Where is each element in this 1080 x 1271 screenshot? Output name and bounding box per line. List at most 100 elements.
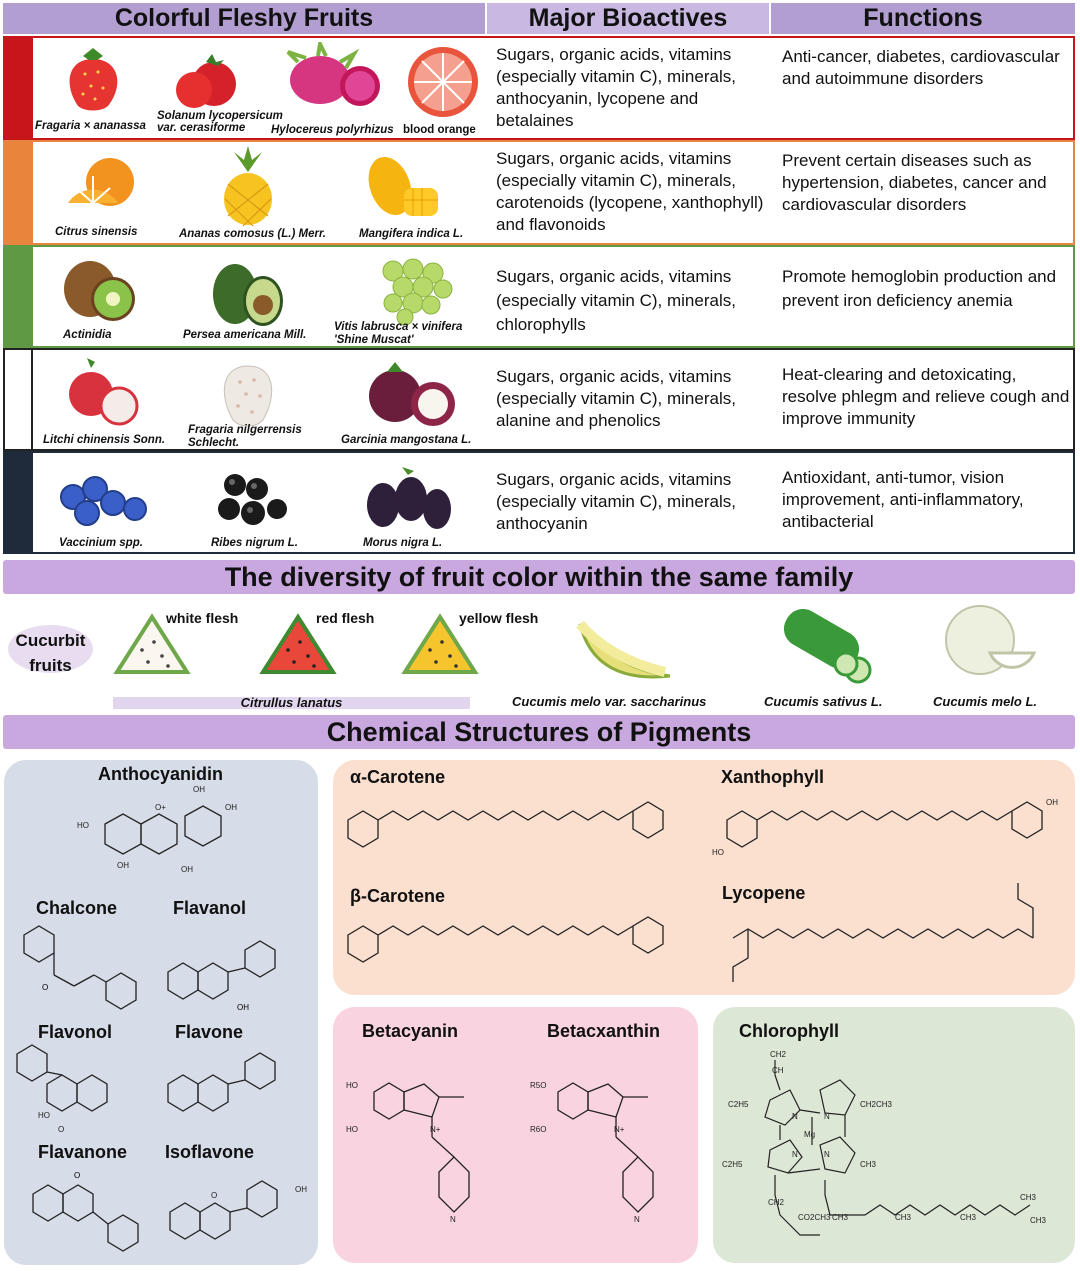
fruit-group: Vaccinium spp. Ribes nigrum L. Morus nig…: [33, 453, 489, 552]
pigment-name: β-Carotene: [350, 886, 446, 906]
white-strawberry-icon: [223, 365, 273, 427]
fruit-label: Mangifera indica L.: [359, 228, 464, 240]
atom-label: CH: [772, 1066, 784, 1075]
atom-label: HO: [346, 1081, 358, 1090]
fruit-label: Vaccinium spp.: [59, 537, 143, 549]
atom-label: R6O: [530, 1125, 546, 1134]
bioactives-text: Sugars, organic acids, vitamins (especia…: [496, 149, 764, 234]
functions-text: Heat-clearing and detoxicating, resolve …: [782, 365, 1070, 428]
fruit-label: blood orange: [403, 124, 476, 136]
atom-label: CH2CH3: [860, 1100, 893, 1109]
functions-text: Promote hemoglobin production and preven…: [782, 267, 1057, 310]
atom-label: C2H5: [722, 1160, 743, 1169]
strawberry-icon: [69, 48, 118, 111]
avocado-icon: [213, 264, 283, 326]
flesh-label-red: red flesh: [316, 610, 375, 626]
atom-label: CH3: [1020, 1193, 1037, 1202]
pineapple-icon: [224, 146, 272, 227]
cucurbit-label: [8, 625, 93, 673]
bioactives-text: Sugars, organic acids, vitamins (especia…: [496, 45, 736, 130]
atom-label: N: [792, 1150, 798, 1159]
atom-label: CH2: [770, 1050, 787, 1059]
pigment-name: Flavone: [175, 1022, 244, 1042]
atom-label: O: [211, 1191, 217, 1200]
color-bar-green: [5, 247, 33, 346]
fruit-group: Citrus sinensis Ananas comosus (L.) Merr…: [33, 142, 489, 243]
mulberry-icon: [367, 467, 451, 529]
bioactives-text: Sugars, organic acids, vitamins (especia…: [496, 367, 736, 430]
atom-label: N: [450, 1215, 456, 1224]
color-bar-white: [5, 350, 33, 449]
fruit-group: Fragaria × ananassa Solanum lycopersicum…: [33, 38, 489, 138]
bioactives-text: Sugars, organic acids, vitamins (especia…: [496, 470, 736, 533]
atom-label: O: [58, 1125, 64, 1134]
flesh-label-yellow: yellow flesh: [459, 610, 539, 626]
isoflavone-structure: OH O: [169, 1180, 307, 1240]
atom-label: OH: [193, 785, 205, 794]
flavone-structure: [167, 1052, 276, 1112]
fruit-group: Litchi chinensis Sonn. Fragaria nilgerre…: [33, 350, 489, 449]
species-label: Citrullus lanatus: [240, 695, 343, 710]
xanthophyll-structure: HO OH: [712, 798, 1058, 857]
chalcone-structure: O: [23, 925, 137, 1010]
header-fruits: Colorful Fleshy Fruits: [3, 3, 485, 34]
beta-carotene-structure: [347, 916, 664, 963]
table-row: Actinidia Persea americana Mill. Vitis l…: [3, 245, 1075, 348]
anthocyanidin-structure: HO OH O+ OH OH OH: [77, 785, 237, 874]
atom-label: HO: [77, 821, 89, 830]
header-bioactives: Major Bioactives: [487, 3, 769, 34]
atom-label: O: [42, 983, 48, 992]
betacyanin-structure: HO HO N+ N: [346, 1081, 470, 1224]
fruit-label: Vitis labrusca × vinifera 'Shine Muscat': [334, 321, 463, 346]
atom-label: OH: [181, 865, 193, 874]
atom-label: R5O: [530, 1081, 546, 1090]
orange-icon: [68, 158, 134, 206]
fruit-label: Fragaria × ananassa: [35, 120, 146, 132]
flavonoid-panel: [4, 760, 318, 1265]
watermelon-white-icon: [113, 613, 191, 674]
betaxanthin-structure: R5O R6O N+ N: [530, 1081, 654, 1224]
table-row: Vaccinium spp. Ribes nigrum L. Morus nig…: [3, 451, 1075, 554]
pigment-name: Flavanone: [38, 1142, 128, 1162]
alpha-carotene-structure: [347, 801, 664, 848]
fruit-label: Solanum lycopersicum var. cerasiforme: [157, 110, 283, 134]
lycopene-structure: [732, 883, 1034, 982]
pigments-title: Chemical Structures of Pigments: [3, 715, 1075, 749]
atom-label: OH: [237, 1003, 249, 1012]
flavanol-structure: OH: [167, 940, 276, 1012]
melon-slice-icon: [576, 620, 671, 679]
species-label: Cucumis melo var. saccharinus: [512, 694, 707, 709]
carotenoid-panel: [333, 760, 1075, 995]
functions-text: Anti-cancer, diabetes, cardiovascular an…: [782, 47, 1060, 88]
cantaloupe-icon: [945, 605, 1037, 675]
watermelon-red-icon: [259, 613, 337, 674]
atom-label: N: [792, 1112, 798, 1121]
species-label: Cucumis sativus L.: [764, 694, 883, 709]
fruit-label: Hylocereus polyrhizus: [271, 124, 394, 136]
blackcurrant-icon: [218, 474, 287, 525]
table-row: Fragaria × ananassa Solanum lycopersicum…: [3, 36, 1075, 140]
dragon-fruit-icon: [286, 42, 380, 106]
kiwi-icon: [64, 261, 135, 321]
atom-label: N+: [614, 1125, 625, 1134]
functions-text: Antioxidant, anti-tumor, vision improvem…: [782, 468, 1024, 531]
fruit-label: Litchi chinensis Sonn.: [43, 434, 166, 446]
flesh-label-white: white flesh: [166, 610, 239, 626]
atom-label: HO: [38, 1111, 50, 1120]
pigment-name: Chlorophyll: [739, 1021, 839, 1041]
atom-label: OH: [295, 1185, 307, 1194]
citrullus-bar: [113, 697, 470, 709]
table-row: Litchi chinensis Sonn. Fragaria nilgerre…: [3, 348, 1075, 451]
bioactives-text: Sugars, organic acids, vitamins (especia…: [496, 267, 736, 334]
pigment-name: Betacxanthin: [547, 1021, 661, 1041]
pigment-name: Betacyanin: [362, 1021, 459, 1041]
pigment-name: Isoflavone: [165, 1142, 255, 1162]
pigment-name: Anthocyanidin: [98, 764, 223, 784]
atom-label: N: [824, 1112, 830, 1121]
blood-orange-icon: [408, 47, 478, 117]
atom-label: CO2CH3: [798, 1213, 831, 1222]
pigment-name: Flavonol: [38, 1022, 113, 1042]
chlorophyll-structure: CH2 CH C2H5 CH2CH3 C2H5 CH3 Mg N N N N C…: [722, 1050, 1047, 1236]
atom-label: O+: [155, 803, 166, 812]
watermelon-yellow-icon: [401, 613, 479, 674]
